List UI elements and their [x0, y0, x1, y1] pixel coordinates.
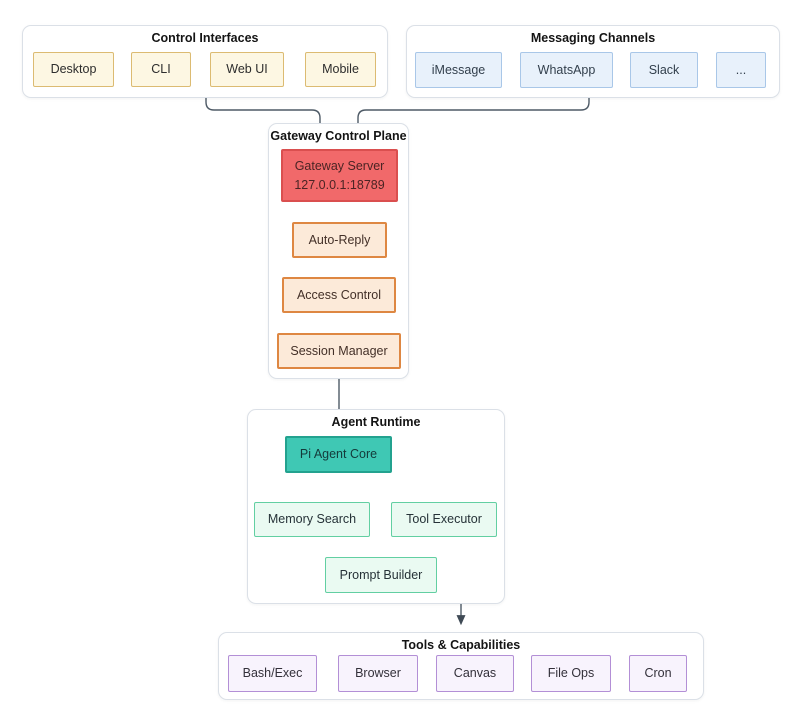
node-bash-exec: Bash/Exec	[228, 655, 317, 692]
node-cron: Cron	[629, 655, 687, 692]
node-whatsapp: WhatsApp	[520, 52, 613, 88]
node-prompt-builder: Prompt Builder	[325, 557, 437, 593]
node-web-ui: Web UI	[210, 52, 284, 87]
node-browser: Browser	[338, 655, 418, 692]
node-memory-search: Memory Search	[254, 502, 370, 537]
node-tool-executor: Tool Executor	[391, 502, 497, 537]
node-file-ops: File Ops	[531, 655, 611, 692]
node-imessage: iMessage	[415, 52, 502, 88]
node-cli: CLI	[131, 52, 191, 87]
group-title-messaging-channels: Messaging Channels	[530, 31, 656, 45]
node-auto-reply: Auto-Reply	[292, 222, 387, 258]
node-mobile: Mobile	[305, 52, 376, 87]
node-desktop: Desktop	[33, 52, 114, 87]
node-slack: Slack	[630, 52, 698, 88]
node-access-control: Access Control	[282, 277, 396, 313]
node-session-manager: Session Manager	[277, 333, 401, 369]
group-title-gateway-control-plane: Gateway Control Plane	[270, 129, 407, 143]
gateway-server-address: 127.0.0.1:18789	[294, 177, 385, 192]
node-canvas: Canvas	[436, 655, 514, 692]
gateway-server-label: Gateway Server	[294, 159, 385, 174]
node-more-channels: ...	[716, 52, 766, 88]
group-title-control-interfaces: Control Interfaces	[151, 31, 259, 45]
node-gateway-server: Gateway Server 127.0.0.1:18789	[281, 149, 398, 202]
group-title-agent-runtime: Agent Runtime	[331, 415, 421, 429]
group-title-tools-capabilities: Tools & Capabilities	[401, 638, 521, 652]
node-pi-agent-core: Pi Agent Core	[285, 436, 392, 473]
